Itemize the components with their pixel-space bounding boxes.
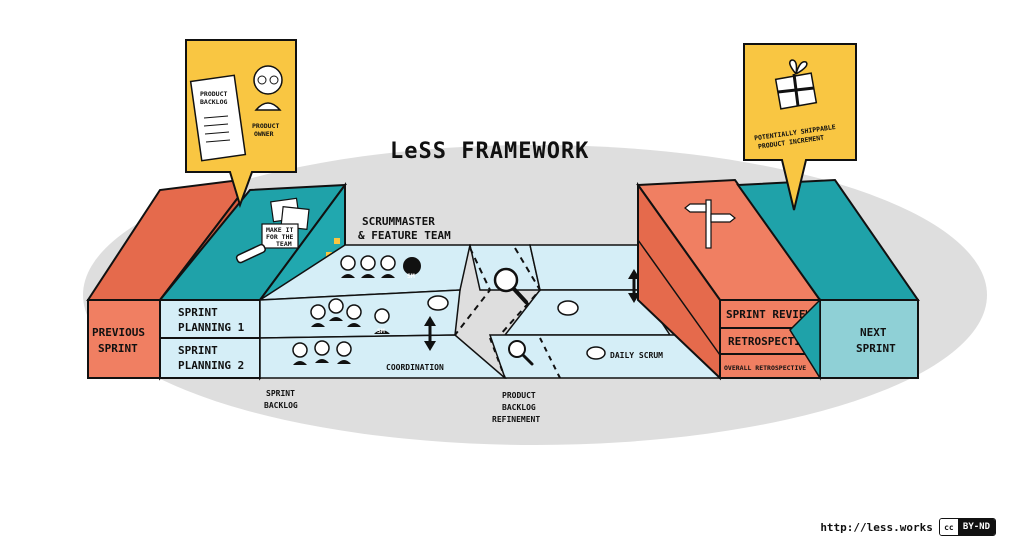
pbr-line1: PRODUCT xyxy=(502,391,536,400)
po-owner-line2: OWNER xyxy=(254,130,274,138)
po-backlog-line1: PRODUCT xyxy=(200,90,227,98)
next-sprint-line2: SPRINT xyxy=(856,342,896,355)
sprint-backlog-line2: BACKLOG xyxy=(264,401,298,410)
previous-sprint-line2: SPRINT xyxy=(98,342,138,355)
pbr-line2: BACKLOG xyxy=(502,403,536,412)
note-line3: TEAM xyxy=(276,240,292,248)
footer: http://less.works cc BY-ND xyxy=(820,518,996,536)
scrummaster-label-line1: SCRUMMASTER xyxy=(362,215,435,228)
previous-sprint-line1: PREVIOUS xyxy=(92,326,145,339)
next-sprint-block: NEXT SPRINT xyxy=(736,178,920,381)
gift-icon xyxy=(774,59,818,110)
sprint-planning-2-line2: PLANNING 2 xyxy=(178,359,244,372)
sm-badge-top: SM xyxy=(407,272,415,280)
license-badge: cc BY-ND xyxy=(938,518,996,536)
product-owner-bubble: PRODUCT BACKLOG PRODUCT OWNER xyxy=(185,39,297,209)
team-lanes xyxy=(257,244,722,379)
license-text: BY-ND xyxy=(957,519,995,535)
po-owner-line1: PRODUCT xyxy=(252,122,279,130)
sprint-backlog-line1: SPRINT xyxy=(266,389,295,398)
sprint-review-label: SPRINT REVIEW xyxy=(726,308,812,321)
note-line1: MAKE IT xyxy=(266,226,293,234)
sm-badge-bottom: SM xyxy=(377,327,385,335)
magnifier-icon xyxy=(493,267,528,304)
product-owner-avatar xyxy=(253,65,283,111)
scrummaster-label-line2: & FEATURE TEAM xyxy=(358,229,451,242)
team-members: SM SM xyxy=(292,255,421,365)
note-line2: FOR THE xyxy=(266,233,293,241)
overall-retrospective-label: OVERALL RETROSPECTIVE xyxy=(724,364,806,372)
footer-url[interactable]: http://less.works xyxy=(820,520,933,534)
coordination-label: COORDINATION xyxy=(386,363,444,372)
magnifier-small-icon xyxy=(508,340,534,366)
retrospective-label: RETROSPECTIVE xyxy=(728,335,814,348)
sprint-planning-1-line1: SPRINT xyxy=(178,306,218,319)
daily-scrum-label: DAILY SCRUM xyxy=(610,351,663,360)
sprint-planning-1-line2: PLANNING 1 xyxy=(178,321,245,334)
product-increment-bubble: POTENTIALLY SHIPPABLE PRODUCT INCREMENT xyxy=(743,43,857,211)
diagram-title: LeSS FRAMEWORK xyxy=(390,139,589,164)
next-sprint-line1: NEXT xyxy=(860,326,887,339)
pbr-line3: REFINEMENT xyxy=(492,415,540,424)
speech-bubble-icon xyxy=(427,295,606,360)
coordination-arrow-icon xyxy=(424,316,436,351)
cc-icon: cc xyxy=(939,519,958,535)
marker-icon xyxy=(235,243,266,264)
sprint-planning-2-line1: SPRINT xyxy=(178,344,218,357)
paper-notes: MAKE IT FOR THE TEAM xyxy=(261,197,310,249)
backlog-paper-icon xyxy=(189,74,247,162)
signpost-icon xyxy=(684,199,736,249)
po-backlog-line2: BACKLOG xyxy=(200,98,227,106)
